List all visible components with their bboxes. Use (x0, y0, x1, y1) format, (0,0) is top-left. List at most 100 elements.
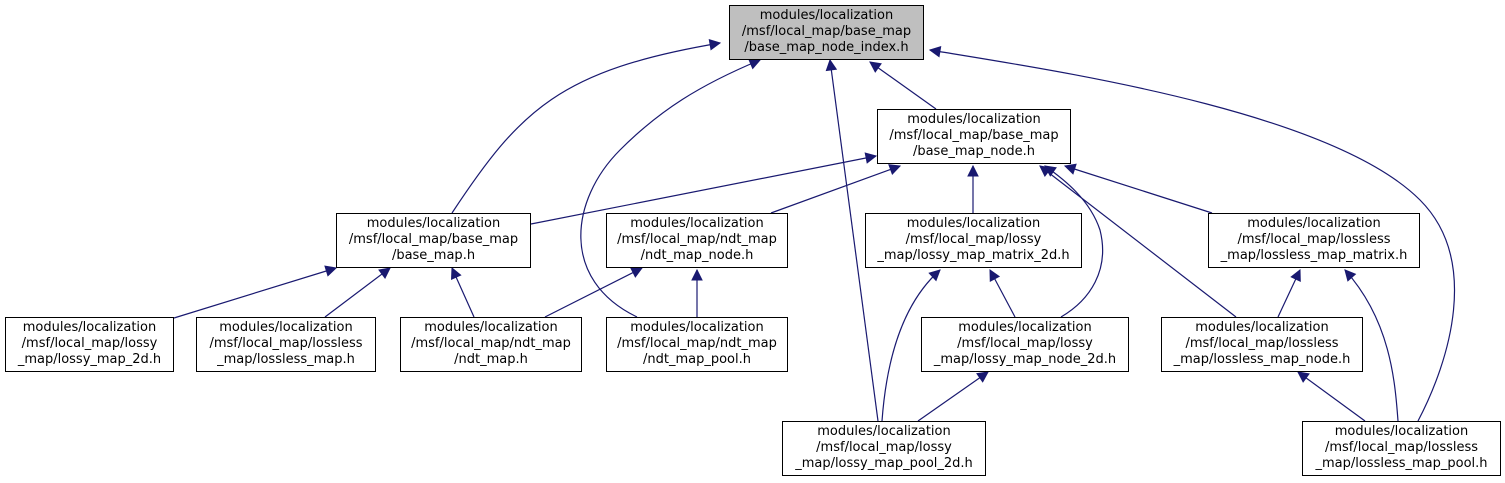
node-base-map-node-index: modules/localization /msf/local_map/base… (729, 5, 924, 60)
edge-lossless-map-pool-to-lossless-map-node (1297, 371, 1366, 422)
node-ndt-map[interactable]: modules/localization /msf/local_map/ndt_… (400, 317, 582, 372)
arrowhead-icon (864, 152, 878, 164)
node-ndt-map-pool[interactable]: modules/localization /msf/local_map/ndt_… (606, 317, 788, 372)
node-label-line: /msf/local_map/lossy (905, 232, 1042, 247)
arrowhead-icon (378, 267, 391, 279)
node-lossless-map[interactable]: modules/localization /msf/local_map/loss… (196, 317, 376, 372)
node-label-line: /msf/local_map/lossy (816, 440, 952, 455)
arrowhead-icon (928, 45, 942, 58)
node-label-line: _map/lossless_map_matrix.h (1220, 248, 1408, 263)
edge-lossless-map-pool-to-base-map-node-index (928, 45, 1456, 422)
edge-lossless-map-to-base-map (324, 267, 391, 318)
arrowhead-icon (451, 266, 462, 280)
edge-line (1039, 165, 1237, 318)
edge-lossy-map-node-2d-to-lossy-map-matrix-2d (989, 269, 1016, 318)
node-label-line: _map/lossy_map_2d.h (17, 352, 162, 367)
edge-lossy-map-pool-2d-to-base-map-node-index (825, 58, 879, 422)
edge-ndt-map-node-to-base-map-node (770, 164, 902, 214)
edge-lossless-map-node-to-lossless-map-matrix (1277, 268, 1301, 318)
node-lossless-map-node[interactable]: modules/localization /msf/local_map/loss… (1161, 317, 1363, 372)
node-label-line: /base_map_node.h (912, 144, 1036, 159)
node-lossy-map-2d[interactable]: modules/localization /msf/local_map/loss… (5, 317, 174, 372)
node-label-line: /msf/local_map/ndt_map (617, 336, 777, 351)
edge-line (881, 269, 941, 422)
arrowhead-icon (748, 58, 762, 70)
node-label-line: /msf/local_map/lossless (209, 336, 363, 351)
node-label-line: /msf/local_map/lossless (1324, 440, 1479, 455)
node-label-line: _map/lossless_map.h (217, 352, 355, 367)
node-label-line: /msf/local_map/base_map (889, 128, 1059, 143)
node-label-line: _map/lossless_map_node.h (1173, 352, 1351, 367)
node-label-line: modules/localization (630, 320, 764, 335)
edge-ndt-map-pool-to-base-map-node-index (580, 58, 762, 318)
node-label-line: modules/localization (906, 216, 1041, 231)
arrowhead-icon (869, 61, 882, 73)
node-label-line: modules/localization (958, 320, 1092, 335)
edge-line (929, 49, 1456, 422)
edge-lossy-map-pool-2d-to-lossy-map-node-2d (917, 371, 989, 422)
node-label-line: modules/localization (907, 112, 1041, 127)
node-label-line: modules/localization (1195, 320, 1329, 335)
edge-lossy-map-matrix-2d-to-base-map-node (967, 164, 979, 213)
arrowhead-icon (825, 58, 838, 72)
node-lossy-map-matrix-2d[interactable]: modules/localization /msf/local_map/loss… (865, 213, 1082, 268)
edge-ndt-map-to-ndt-map-node (544, 267, 643, 318)
edge-line (770, 165, 901, 214)
edge-line (1064, 165, 1213, 214)
edge-line (530, 155, 877, 225)
edge-ndt-map-pool-to-ndt-map-node (691, 268, 703, 317)
edge-base-map-node-to-base-map-node-index (869, 61, 937, 110)
node-label-line: /msf/local_map/lossy (21, 336, 158, 351)
node-label-line: /ndt_map_node.h (640, 248, 754, 263)
node-base-map[interactable]: modules/localization /msf/local_map/base… (336, 213, 531, 268)
arrowhead-icon (928, 269, 941, 282)
arrowhead-icon (989, 269, 1001, 282)
node-label-line: /msf/local_map/base_map (741, 24, 912, 39)
edge-line (544, 267, 643, 318)
edge-line (829, 59, 879, 422)
node-label-line: modules/localization (1247, 216, 1381, 231)
arrowhead-icon (1344, 269, 1357, 282)
edge-base-map-to-base-map-node (530, 152, 878, 225)
edge-line (580, 59, 761, 318)
edge-lossless-map-matrix-to-base-map-node (1063, 163, 1213, 214)
node-label-line: modules/localization (424, 320, 558, 335)
node-label-line: modules/localization (817, 424, 951, 439)
edge-line (451, 42, 721, 214)
edge-line (173, 267, 337, 319)
edge-line (1297, 371, 1366, 422)
node-ndt-map-node[interactable]: modules/localization /msf/local_map/ndt_… (606, 213, 788, 268)
node-label-line: modules/localization (630, 216, 764, 231)
node-base-map-node[interactable]: modules/localization /msf/local_map/base… (877, 109, 1071, 164)
node-label-line: _map/lossy_map_matrix_2d.h (877, 248, 1070, 263)
node-lossy-map-node-2d[interactable]: modules/localization /msf/local_map/loss… (921, 317, 1129, 372)
node-label-line: /msf/local_map/lossless (1237, 232, 1391, 247)
node-label-line: modules/localization (759, 8, 894, 23)
node-label-line: _map/lossy_map_node_2d.h (933, 352, 1117, 367)
node-lossless-map-pool[interactable]: modules/localization /msf/local_map/loss… (1302, 421, 1501, 476)
node-label-line: /ndt_map.h (454, 352, 528, 367)
node-label-line: /msf/local_map/ndt_map (617, 232, 777, 247)
node-label-line: _map/lossy_map_pool_2d.h (795, 456, 973, 471)
node-lossy-map-pool-2d[interactable]: modules/localization /msf/local_map/loss… (782, 421, 986, 476)
node-label-line: modules/localization (22, 320, 157, 335)
node-label-line: /base_map_node_index.h (744, 40, 909, 55)
edge-lossy-map-2d-to-base-map (173, 265, 338, 319)
edge-ndt-map-to-base-map (451, 266, 475, 318)
arrowhead-icon (1063, 163, 1077, 175)
node-lossless-map-matrix[interactable]: modules/localization /msf/local_map/loss… (1208, 213, 1420, 268)
node-label-line: /msf/local_map/ndt_map (411, 336, 571, 351)
edge-line (917, 371, 989, 422)
arrowhead-icon (708, 39, 722, 51)
node-label-line: /base_map.h (391, 248, 476, 263)
arrowhead-icon (1039, 165, 1052, 178)
edge-line (1044, 165, 1104, 318)
node-label-line: modules/localization (1334, 424, 1469, 439)
edge-lossless-map-pool-to-lossless-map-matrix (1344, 269, 1399, 422)
node-label-line: /msf/local_map/lossless (1185, 336, 1339, 351)
edge-line (324, 267, 391, 318)
arrowhead-icon (888, 164, 902, 176)
arrowhead-icon (324, 265, 338, 277)
arrowhead-icon (976, 371, 989, 383)
